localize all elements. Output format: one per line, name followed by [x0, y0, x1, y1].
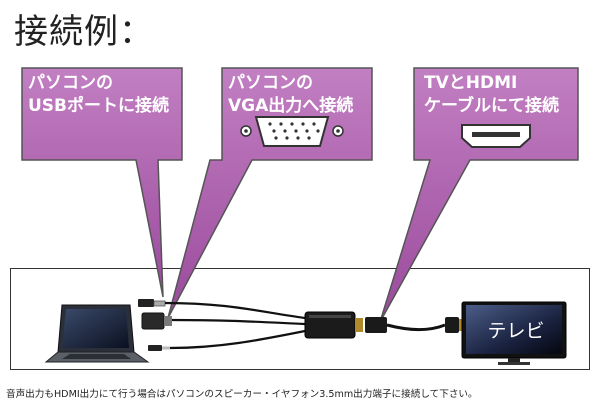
caption-note: 音声出力もHDMI出力にて行う場合はパソコンのスピーカー・イヤフォン3.5mm出… [6, 389, 478, 400]
hdmi-cable [365, 317, 465, 333]
cables [164, 301, 306, 350]
vga-connector [141, 312, 172, 330]
usb-connector [138, 299, 166, 307]
laptop-icon [44, 304, 150, 363]
vga-port-icon [240, 116, 344, 147]
audio-connector [148, 345, 170, 351]
callout-usb-text: パソコンの USBポートに接続 [28, 73, 170, 116]
tv-label: テレビ [487, 320, 545, 342]
converter-box-icon [304, 311, 363, 339]
callout-usb [21, 67, 183, 298]
hdmi-port-icon [461, 124, 531, 148]
tv-icon [461, 301, 567, 365]
callout-hdmi-text: TVとHDMI ケーブルにて接続 [424, 73, 559, 116]
page-title: 接続例： [14, 12, 154, 52]
connection-scene [10, 268, 590, 370]
callout-vga-text: パソコンの VGA出力へ接続 [228, 73, 354, 116]
